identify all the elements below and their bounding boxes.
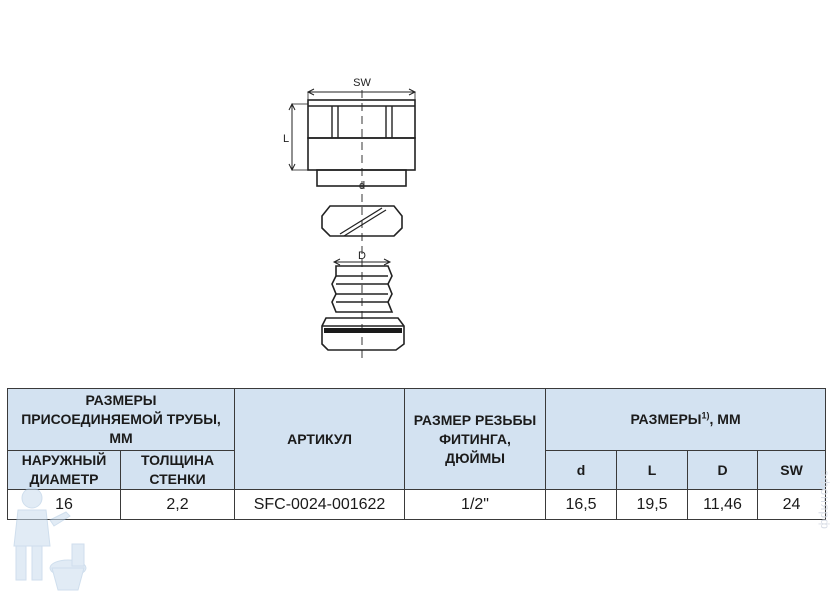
header-wall-thickness: ТОЛЩИНА СТЕНКИ (119, 450, 236, 490)
header-fitting-dimensions: РАЗМЕРЫ1), ММ (545, 388, 827, 451)
dimension-label-d-large: D (358, 250, 366, 262)
dimension-label-d-small: d (359, 180, 365, 192)
plumber-watermark-icon (13, 487, 87, 591)
cell-d: 16,5 (545, 489, 618, 520)
cell-sw: 24 (757, 489, 827, 520)
header-l: L (616, 450, 689, 490)
cell-d-large: 11,46 (687, 489, 759, 520)
header-d-large: D (687, 450, 759, 490)
header-thread-size: РАЗМЕР РЕЗЬБЫ ФИТИНГА, ДЮЙМЫ (404, 388, 547, 490)
cell-l: 19,5 (616, 489, 689, 520)
header-sw: SW (757, 450, 827, 490)
watermark-text: афонярф (818, 470, 832, 530)
cell-wall-thickness: 2,2 (119, 489, 236, 520)
header-outer-diameter: НАРУЖНЫЙ ДИАМЕТР (7, 450, 121, 490)
dimension-label-l: L (283, 133, 289, 145)
cell-article: SFC-0024-001622 (234, 489, 406, 520)
cell-thread-size: 1/2" (404, 489, 547, 520)
spec-table: РАЗМЕРЫ ПРИСОЕДИНЯЕМОЙ ТРУБЫ, ММ АРТИКУЛ… (6, 388, 827, 520)
header-d: d (545, 450, 618, 490)
header-article: АРТИКУЛ (234, 388, 406, 490)
dimension-label-sw: SW (353, 77, 371, 89)
fitting-drawing: SW L d D (283, 77, 417, 360)
table-row: 16 2,2 SFC-0024-001622 1/2" 16,5 19,5 11… (7, 489, 827, 520)
footnote-marker: 1) (701, 410, 710, 421)
header-pipe-dimensions: РАЗМЕРЫ ПРИСОЕДИНЯЕМОЙ ТРУБЫ, ММ (6, 388, 236, 451)
